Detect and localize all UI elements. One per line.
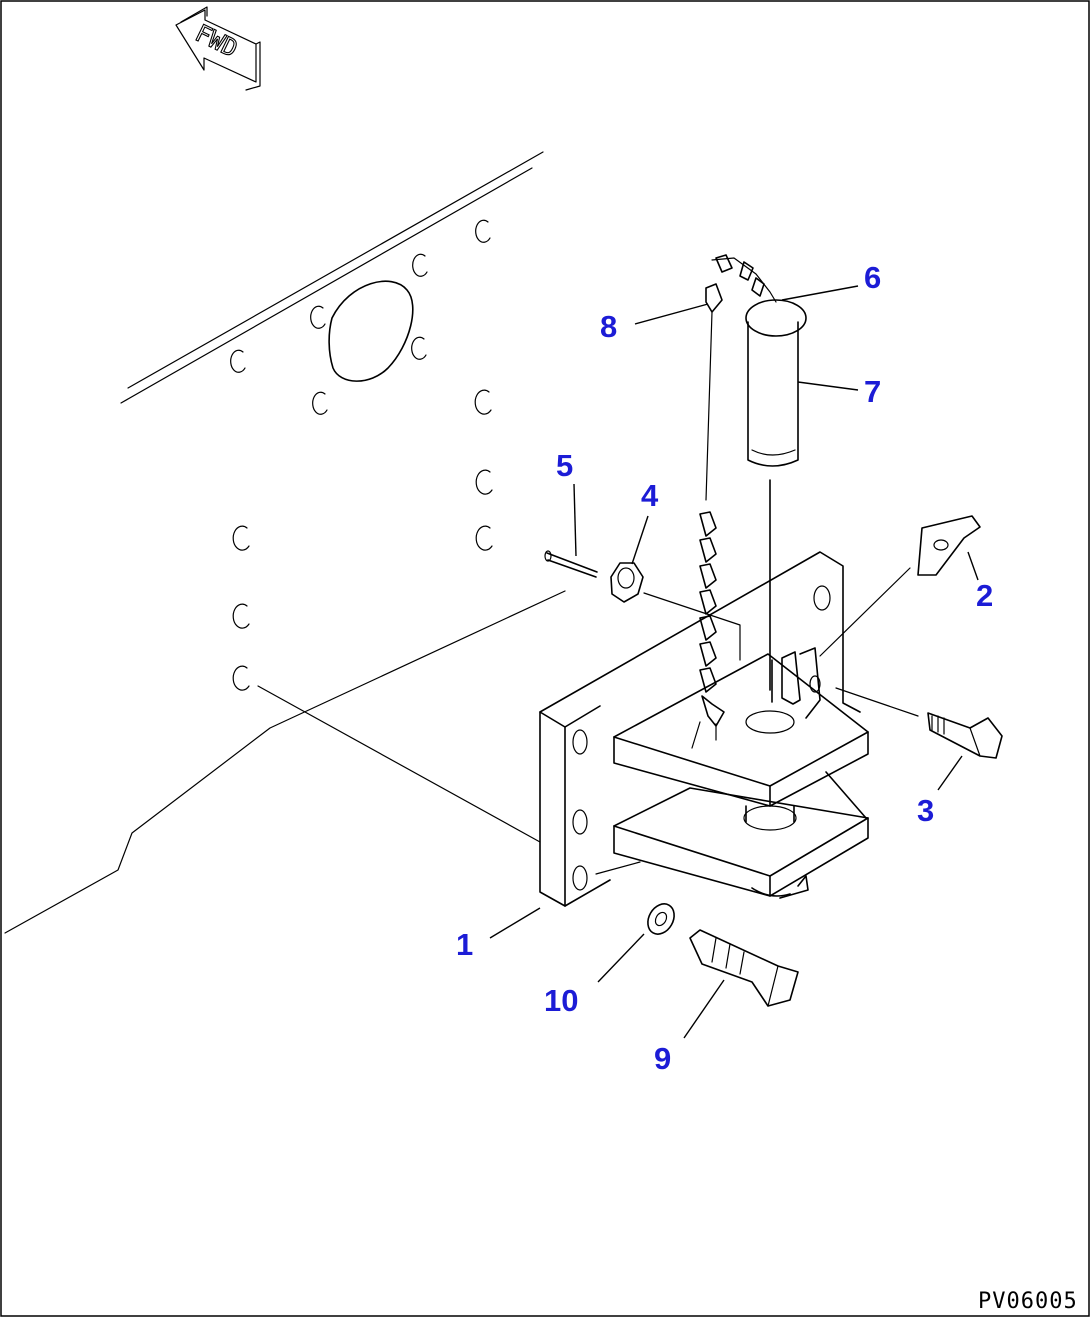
hitch-bracket (257, 551, 869, 907)
washer (647, 903, 675, 935)
leader-3 (937, 755, 963, 791)
callout-3: 3 (917, 793, 934, 828)
clip (819, 515, 981, 657)
callout-5: 5 (556, 448, 573, 483)
bolt (835, 687, 1003, 759)
callout-7: 7 (864, 374, 881, 409)
nut (610, 562, 644, 603)
frame-rail (4, 151, 566, 934)
leader-9 (683, 979, 725, 1039)
callout-1: 1 (456, 927, 473, 962)
pin (745, 299, 807, 691)
drawing-code: PV06005 (978, 1289, 1078, 1314)
callout-10: 10 (544, 983, 578, 1018)
leader-7 (797, 381, 859, 391)
callout-6: 6 (864, 260, 881, 295)
cotter-pin (544, 550, 598, 578)
leader-8 (634, 303, 709, 325)
leader-2 (967, 551, 979, 581)
leader-6 (781, 285, 859, 301)
leader-10 (597, 933, 645, 983)
callout-9: 9 (654, 1041, 671, 1076)
leader-1 (489, 907, 541, 939)
forward-arrow-icon: FWD (175, 6, 261, 91)
callout-2: 2 (976, 578, 993, 613)
leader-lines (489, 285, 979, 1039)
callout-8: 8 (600, 309, 617, 344)
callout-4: 4 (641, 478, 659, 513)
leader-5 (573, 483, 577, 557)
frame-hole-large (328, 280, 414, 382)
mounting-bolt (689, 929, 799, 1007)
chain (691, 254, 777, 749)
fwd-label: FWD (191, 19, 242, 63)
leader-4 (631, 515, 649, 565)
